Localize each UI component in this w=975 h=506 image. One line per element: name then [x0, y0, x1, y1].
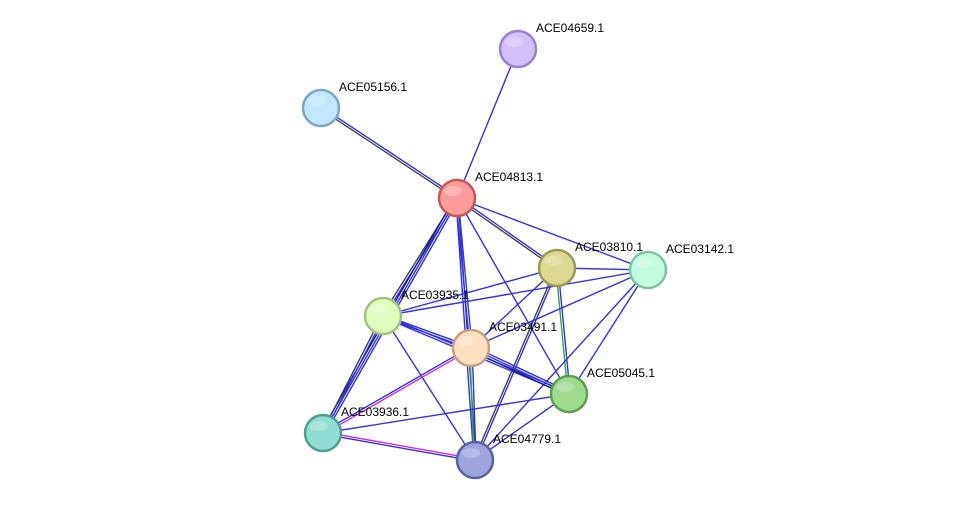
node-ACE04779[interactable]: ACE04779.1	[455, 432, 561, 480]
edge-evidence-line	[475, 267, 559, 462]
edge-evidence-line	[320, 106, 459, 198]
node-circle[interactable]	[455, 440, 495, 480]
node-highlight	[310, 421, 328, 431]
edge-evidence-line	[557, 267, 571, 395]
edge-evidence-line	[470, 269, 649, 349]
node-ACE03935[interactable]: ACE03935.1	[363, 288, 469, 336]
edge-evidence-line	[568, 269, 649, 395]
node-label: ACE03491.1	[489, 320, 557, 334]
node-highlight	[458, 336, 476, 346]
edge-evidence-line	[382, 315, 476, 461]
node-ACE03936[interactable]: ACE03936.1	[303, 405, 409, 453]
edge-layer	[319, 48, 649, 462]
edge-ACE03936-ACE04779	[322, 431, 476, 462]
edge-ACE05045-ACE03936	[322, 393, 570, 434]
node-label: ACE04779.1	[493, 432, 561, 446]
edge-ACE03142-ACE04779	[474, 269, 649, 461]
edge-ACE03142-ACE03935	[382, 269, 649, 317]
edge-evidence-line	[470, 267, 558, 349]
edge-ACE04659-ACE04813	[456, 48, 519, 199]
node-ACE04813[interactable]: ACE04813.1	[437, 170, 543, 218]
node-circle[interactable]	[549, 374, 589, 414]
node-ACE03491[interactable]: ACE03491.1	[451, 320, 557, 368]
edge-evidence-line	[474, 269, 649, 461]
node-label: ACE04659.1	[536, 21, 604, 35]
node-label: ACE03142.1	[666, 242, 734, 256]
edge-ACE03142-ACE05045	[568, 269, 649, 395]
edge-evidence-line	[455, 198, 558, 270]
edge-evidence-line	[322, 348, 473, 435]
node-highlight	[505, 37, 523, 47]
node-label: ACE05156.1	[339, 80, 407, 94]
node-layer: ACE04659.1ACE05156.1ACE04813.1ACE03810.1…	[301, 21, 734, 480]
edge-ACE04813-ACE03142	[456, 197, 649, 271]
node-label: ACE04813.1	[475, 170, 543, 184]
edge-ACE03810-ACE05045	[555, 267, 571, 395]
node-ACE05156[interactable]: ACE05156.1	[301, 80, 407, 128]
edge-evidence-line	[382, 267, 558, 317]
edge-ACE03935-ACE04779	[382, 315, 476, 461]
edge-evidence-line	[473, 266, 557, 461]
edge-ACE05156-ACE04813	[319, 106, 459, 200]
node-highlight	[556, 382, 574, 392]
edge-ACE03142-ACE03491	[470, 269, 649, 349]
node-highlight	[444, 186, 462, 196]
edge-evidence-line	[321, 314, 383, 434]
edge-ACE04813-ACE04779	[455, 197, 477, 461]
edge-ACE03810-ACE03935	[382, 267, 558, 317]
node-highlight	[308, 96, 326, 106]
edge-evidence-line	[321, 346, 472, 433]
edge-evidence-line	[455, 197, 475, 461]
edge-evidence-line	[323, 315, 385, 435]
edge-evidence-line	[322, 433, 476, 462]
edge-evidence-line	[457, 197, 477, 461]
edge-ACE03810-ACE03491	[470, 267, 558, 349]
node-label: ACE03936.1	[341, 405, 409, 419]
node-label: ACE03935.1	[401, 288, 469, 302]
edge-evidence-line	[319, 108, 458, 200]
edge-ACE03810-ACE04779	[473, 266, 559, 462]
edge-ACE04813-ACE05045	[456, 197, 570, 395]
edge-ACE03935-ACE03936	[321, 314, 385, 435]
edge-evidence-line	[322, 393, 570, 434]
node-ACE03810[interactable]: ACE03810.1	[537, 240, 643, 288]
node-circle[interactable]	[498, 29, 538, 69]
node-ACE04659[interactable]: ACE04659.1	[498, 21, 604, 69]
node-circle[interactable]	[363, 296, 403, 336]
edge-evidence-line	[456, 196, 559, 268]
node-circle[interactable]	[303, 413, 343, 453]
node-ACE03142[interactable]: ACE03142.1	[628, 242, 734, 290]
edge-evidence-line	[322, 431, 476, 460]
node-highlight	[635, 258, 653, 268]
node-circle[interactable]	[628, 250, 668, 290]
edge-evidence-line	[382, 269, 649, 317]
edge-evidence-line	[456, 197, 570, 395]
edge-ACE04813-ACE03810	[455, 196, 559, 270]
node-circle[interactable]	[437, 178, 477, 218]
edge-evidence-line	[555, 267, 569, 395]
node-circle[interactable]	[301, 88, 341, 128]
node-highlight	[462, 448, 480, 458]
node-ACE05045[interactable]: ACE05045.1	[549, 366, 655, 414]
node-label: ACE03810.1	[575, 240, 643, 254]
edge-ACE03491-ACE03936	[321, 346, 473, 435]
node-circle[interactable]	[451, 328, 491, 368]
edge-evidence-line	[456, 48, 519, 199]
node-circle[interactable]	[537, 248, 577, 288]
edge-evidence-line	[456, 197, 649, 271]
node-label: ACE05045.1	[587, 366, 655, 380]
node-highlight	[544, 256, 562, 266]
node-highlight	[370, 304, 388, 314]
